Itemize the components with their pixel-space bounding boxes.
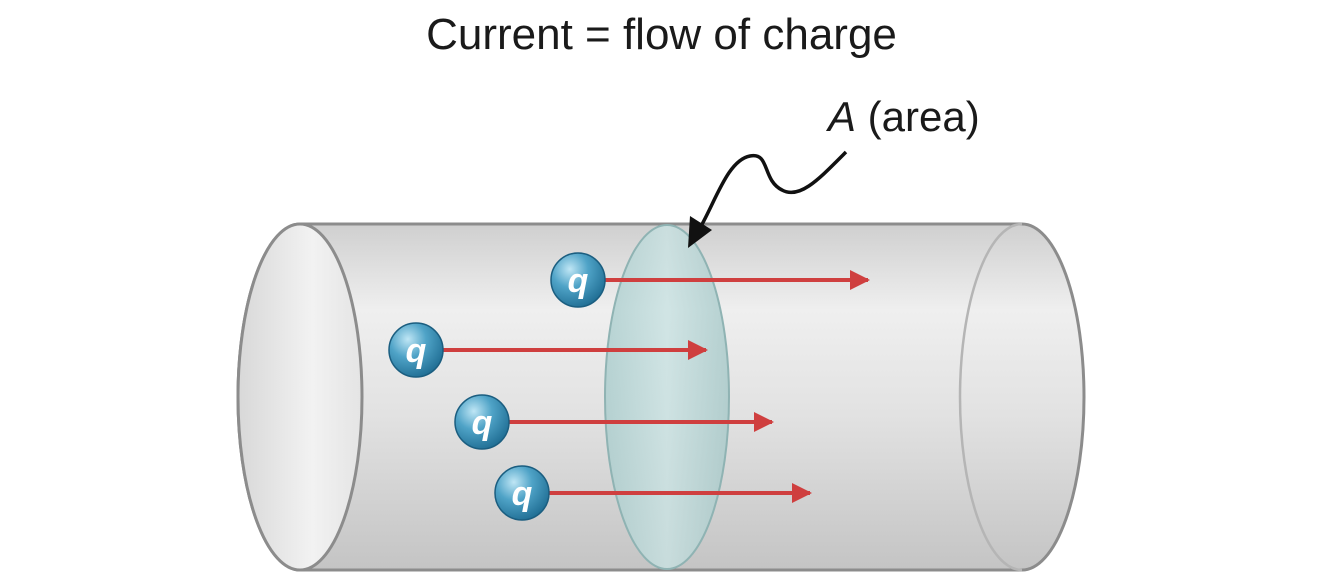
charge: q xyxy=(494,465,550,521)
area-label-text: (area) xyxy=(856,93,980,140)
area-pointer-line xyxy=(698,150,848,229)
charge-label: q xyxy=(472,404,493,442)
charge: q xyxy=(388,322,444,378)
wire-far-end xyxy=(958,222,1023,572)
charge-label: q xyxy=(512,475,533,513)
cross-section-area xyxy=(604,224,730,570)
area-label: A (area) xyxy=(828,93,980,141)
area-symbol: A xyxy=(828,93,857,140)
area-pointer-arrowhead xyxy=(688,216,712,248)
wire-near-end xyxy=(236,222,364,572)
charge-label: q xyxy=(406,332,427,370)
charge-label: q xyxy=(568,262,589,300)
charge: q xyxy=(454,394,510,450)
charge: q xyxy=(550,252,606,308)
diagram-title: Current = flow of charge xyxy=(426,10,897,59)
